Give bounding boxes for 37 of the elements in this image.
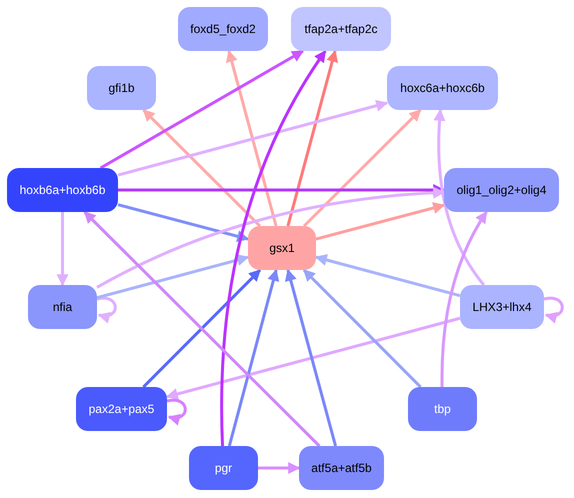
arrow [100,50,304,170]
arrow [434,108,485,286]
arrow [142,268,262,388]
arrow [303,108,422,228]
gene-node: nfia [28,285,97,329]
arrow [226,50,278,226]
gene-node: hoxc6a+hoxc6b [387,66,498,110]
arrow [228,268,280,446]
gene-node: tbp [408,387,477,431]
gene-node: tfap2a+tfap2c [291,7,391,51]
arrow [118,100,388,177]
gene-node: atf5a+atf5b [299,446,384,490]
arrow [142,108,261,228]
arrow [56,212,68,286]
arrow [84,210,320,448]
gene-node: gfi1b [87,66,156,110]
arrow [166,398,187,425]
arrow [284,268,337,446]
gene-node: pgr [189,446,258,490]
arrow [96,254,250,300]
gene-node: gsx1 [248,226,316,270]
arrow [118,203,250,242]
arrow [314,254,460,298]
arrow [258,462,300,474]
arrow [286,50,338,226]
arrow [544,296,564,323]
gene-node: foxd5_foxd2 [178,7,268,51]
gene-node: LHX3+lhx4 [460,285,544,329]
arrow [302,268,422,388]
arrow [220,50,327,446]
gene-node: hoxb6a+hoxb6b [7,168,118,212]
arrow [166,316,460,400]
gene-node: pax2a+pax5 [76,387,167,431]
arrow [440,211,488,387]
gene-node: olig1_olig2+olig4 [444,168,559,212]
arrow [96,296,117,323]
arrow [316,202,446,240]
